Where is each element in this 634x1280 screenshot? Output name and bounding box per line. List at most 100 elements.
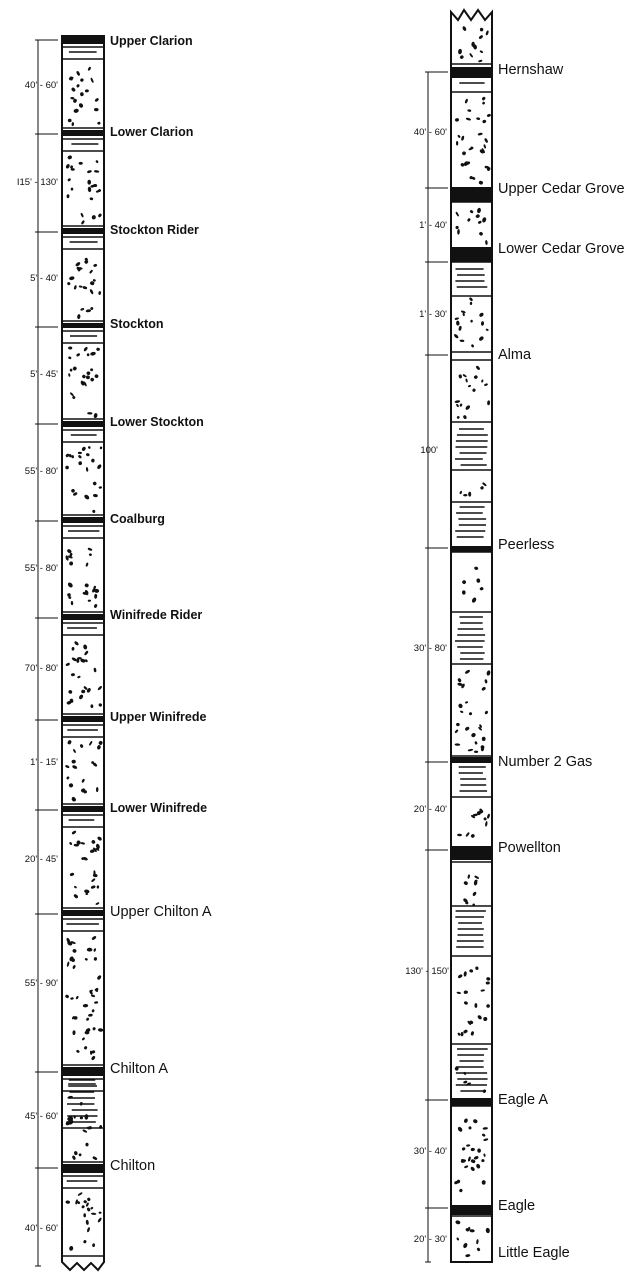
coal-seam-bar [62, 614, 104, 620]
sandstone-grain [71, 759, 76, 764]
sandstone-grain [73, 285, 77, 290]
sandstone-grain [474, 750, 479, 753]
sandstone-grain [68, 783, 74, 788]
sandstone-grain [68, 373, 71, 377]
sandstone-grain [486, 670, 491, 676]
sandstone-grain [65, 1200, 70, 1204]
seam-label-chilton: Chilton [110, 1158, 155, 1174]
sandstone-grain [66, 961, 70, 967]
sandstone-grain [464, 701, 469, 704]
seam-label-upper-winifrede: Upper Winifrede [110, 710, 206, 724]
sandstone-grain [83, 644, 88, 650]
sandstone-grain [85, 1142, 89, 1147]
sandstone-grain [90, 368, 94, 372]
sandstone-grain [485, 1227, 490, 1234]
sandstone-grain [69, 276, 75, 281]
sandstone-grain [72, 396, 76, 399]
sandstone-grain [458, 374, 462, 379]
sandstone-grain [97, 745, 101, 750]
sandstone-grain [95, 902, 100, 905]
sandstone-grain [460, 1159, 467, 1163]
sandstone-grain [465, 726, 470, 731]
sandstone-grain [473, 1119, 478, 1124]
sandstone-grain [95, 848, 100, 851]
sandstone-grain [71, 830, 77, 835]
sandstone-grain [82, 1003, 89, 1008]
sandstone-grain [87, 170, 92, 174]
seam-label-little-eagle: Little Eagle [498, 1245, 570, 1261]
right-interval-brackets [425, 71, 448, 1263]
seam-label-alma: Alma [498, 347, 532, 363]
sandstone-grain [97, 1217, 102, 1223]
sandstone-grain [465, 901, 469, 905]
sandstone-grain [479, 312, 484, 317]
sandstone-grain [92, 1156, 98, 1160]
sandstone-grain [71, 122, 75, 127]
sandstone-grain [471, 597, 477, 603]
sandstone-grain [457, 134, 461, 138]
sandstone-grain [69, 872, 75, 876]
sandstone-grain [70, 673, 75, 677]
sandstone-grain [474, 879, 478, 882]
sandstone-grain [465, 1228, 470, 1232]
interval-label: 20' - 40' [414, 804, 447, 815]
sandstone-grain [482, 119, 487, 124]
sandstone-grain [97, 464, 102, 470]
sandstone-grain [67, 740, 72, 745]
sandstone-grain [71, 87, 76, 92]
sandstone-grain [82, 856, 88, 861]
sandstone-grain [468, 1156, 471, 1162]
sandstone-grain [92, 509, 96, 513]
sandstone-grain [454, 400, 461, 403]
seam-label-number-2-gas: Number 2 Gas [498, 754, 592, 770]
sandstone-grain [71, 647, 75, 651]
sandstone-grain [91, 215, 96, 220]
sandstone-grain [73, 749, 76, 753]
sandstone-grain [70, 168, 75, 171]
sandstone-grain [474, 741, 478, 745]
sandstone-grain [71, 488, 75, 493]
sandstone-grain [480, 989, 485, 992]
sandstone-grain [482, 217, 487, 223]
sandstone-grain [463, 493, 468, 497]
sandstone-grain [481, 379, 484, 383]
sandstone-grain [67, 582, 73, 588]
sandstone-grain [65, 765, 70, 769]
sandstone-grain [85, 467, 89, 472]
sandstone-grain [467, 748, 474, 752]
sandstone-grain [461, 310, 466, 314]
sandstone-grain [90, 377, 94, 382]
sandstone-grain [78, 103, 84, 108]
coal-seam-bar [62, 1067, 104, 1076]
sandstone-grain [90, 704, 94, 708]
sandstone-grain [457, 682, 463, 686]
interval-label: 30' - 40' [414, 1146, 447, 1157]
sandstone-grain [70, 941, 76, 944]
sandstone-grain [463, 990, 468, 994]
sandstone-grain [80, 380, 85, 386]
sandstone-grain [77, 1201, 81, 1205]
sandstone-grain [96, 885, 100, 889]
sandstone-grain [78, 455, 82, 459]
sandstone-grain [484, 710, 488, 715]
sandstone-grain [472, 813, 478, 817]
sandstone-grain [462, 580, 467, 584]
sandstone-grain [456, 403, 459, 408]
sandstone-grain [472, 891, 477, 897]
sandstone-grain [89, 289, 94, 295]
interval-label: I15' - 130' [17, 177, 58, 188]
sandstone-grain [485, 30, 489, 36]
sandstone-grain [465, 669, 470, 674]
coal-seam-bar [451, 1098, 492, 1106]
sandstone-grain [77, 451, 82, 455]
sandstone-grain [471, 344, 474, 348]
interval-label: 100' [420, 445, 438, 456]
sandstone-grain [455, 1220, 461, 1225]
sandstone-grain [81, 1037, 85, 1041]
sandstone-grain [93, 585, 97, 589]
sandstone-grain [462, 26, 467, 31]
sandstone-grain [462, 312, 465, 317]
sandstone-grain [463, 415, 467, 420]
interval-label: 45' - 60' [25, 1111, 58, 1122]
right-column-outline [450, 8, 493, 1263]
